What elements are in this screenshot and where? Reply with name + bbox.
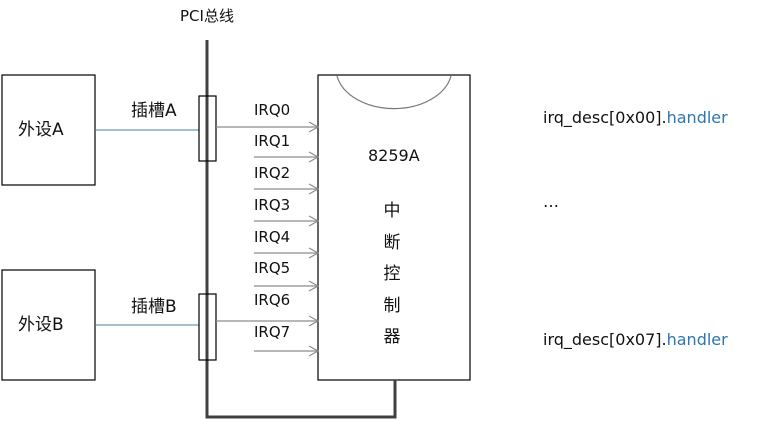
irq-label: IRQ7 xyxy=(254,323,291,341)
slot-a xyxy=(198,95,217,162)
handler-prefix: irq_desc[0x07]. xyxy=(543,330,667,349)
irq-label: IRQ2 xyxy=(254,164,291,182)
handler-field: handler xyxy=(666,108,728,127)
irq-label: IRQ0 xyxy=(254,101,291,119)
irq-arrow xyxy=(254,151,320,163)
device-b-label: 外设B xyxy=(18,315,64,335)
controller-name-char: 中 xyxy=(383,201,401,221)
handler-field: handler xyxy=(666,330,728,349)
irq-label: IRQ3 xyxy=(254,196,291,214)
slot-a-label: 插槽A xyxy=(131,101,177,121)
handler-irq7: irq_desc[0x07].handler xyxy=(543,332,728,348)
irq-arrow xyxy=(254,215,320,227)
irq-arrow xyxy=(254,280,320,292)
handler-ellipsis: … xyxy=(543,192,559,211)
pci-bus-line xyxy=(205,40,397,419)
irq-arrow xyxy=(254,183,320,195)
controller-box xyxy=(317,74,471,381)
controller-name-char: 器 xyxy=(383,327,401,347)
irq-label: IRQ6 xyxy=(254,291,291,309)
controller-name: 中 断 控 制 器 xyxy=(382,196,402,354)
controller-name-char: 制 xyxy=(383,295,401,316)
slot-b xyxy=(198,293,217,361)
irq-label: IRQ5 xyxy=(254,259,291,277)
irq-label: IRQ4 xyxy=(254,228,291,246)
pci-bus-label: PCI总线 xyxy=(180,7,234,25)
controller-name-char: 控 xyxy=(383,264,401,284)
handler-prefix: irq_desc[0x00]. xyxy=(543,108,667,127)
irq-label: IRQ1 xyxy=(254,132,291,150)
handler-irq0: irq_desc[0x00].handler xyxy=(543,110,728,126)
controller-notch xyxy=(336,75,452,110)
irq-arrow xyxy=(254,345,320,357)
controller-model: 8259A xyxy=(368,146,420,165)
irq-arrow xyxy=(216,121,320,133)
irq-arrow xyxy=(216,315,320,327)
controller-name-char: 断 xyxy=(383,232,401,253)
slot-b-label: 插槽B xyxy=(131,297,177,317)
device-a-label: 外设A xyxy=(18,120,64,140)
irq-arrow xyxy=(254,247,320,259)
